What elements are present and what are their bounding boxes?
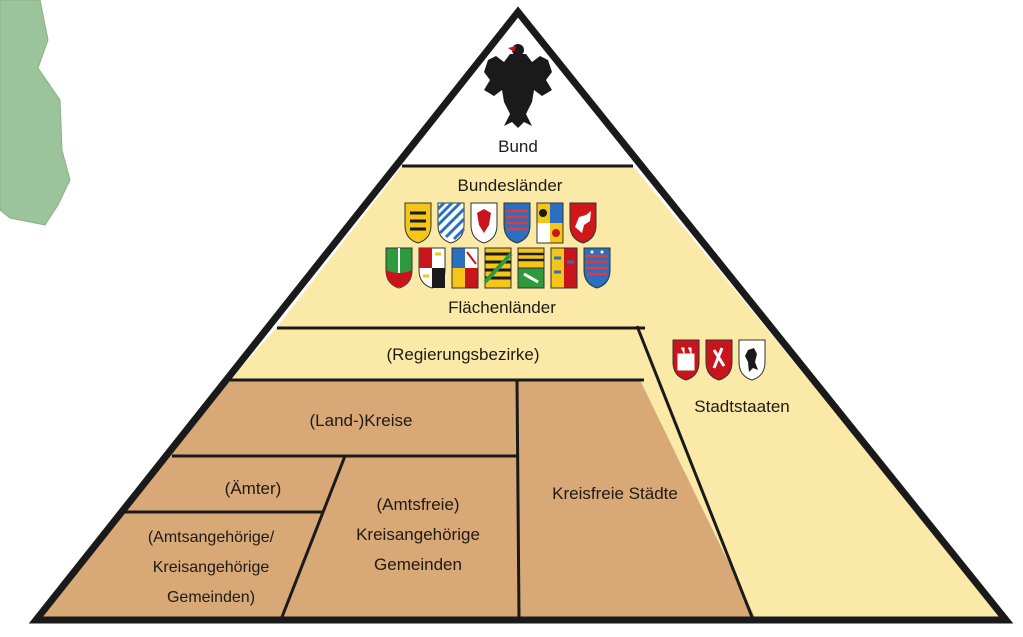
landkreise-label: (Land-)Kreise <box>310 411 413 430</box>
amtsangehoerige-line-3: Gemeinden) <box>167 589 255 606</box>
amtsfreie-line-2: Kreisangehörige <box>356 525 480 544</box>
pyramid-outline <box>28 6 1014 624</box>
saxony-coat-of-arms-icon <box>483 247 513 289</box>
baden-wuerttemberg-coat-of-arms-icon <box>404 202 432 244</box>
aemter-label: (Ämter) <box>225 479 282 498</box>
hesse-coat-of-arms-icon <box>503 202 531 244</box>
amtsangehoerige-line-1: (Amtsangehörige/ <box>148 529 275 546</box>
bremen-coat-of-arms-icon <box>705 339 733 381</box>
berlin-coat-of-arms-icon <box>738 339 766 381</box>
federal-eagle-icon <box>484 44 552 128</box>
stadtstaaten-label: Stadtstaaten <box>694 397 789 416</box>
kreisfreie-divider <box>515 379 521 618</box>
saarland-coat-of-arms-icon <box>451 247 479 289</box>
brandenburg-coat-of-arms-icon <box>470 202 498 244</box>
mecklenburg-vorpommern-coat-of-arms-icon <box>536 202 564 244</box>
amtsfreie-line-3: Gemeinden <box>374 555 462 574</box>
flaechenlaender-arms-row-2 <box>385 247 611 289</box>
amtsangehoerige-line-2: Kreisangehörige <box>153 559 270 576</box>
rhineland-palatinate-coat-of-arms-icon <box>418 247 446 289</box>
kreisfreie-staedte-label: Kreisfreie Städte <box>552 484 678 503</box>
stadtstaaten-divider <box>635 325 754 618</box>
bundeslaender-label: Bundesländer <box>458 176 563 195</box>
saxony-anhalt-coat-of-arms-icon <box>517 247 545 289</box>
bavaria-coat-of-arms-icon <box>436 201 466 244</box>
north-rhine-westphalia-coat-of-arms-icon <box>385 247 413 289</box>
hamburg-coat-of-arms-icon <box>672 339 700 381</box>
regierungsbezirke-label: (Regierungsbezirke) <box>386 345 539 364</box>
amtsfreie-line-1: (Amtsfreie) <box>376 495 459 514</box>
bund-label: Bund <box>498 137 538 156</box>
schleswig-holstein-coat-of-arms-icon <box>550 247 578 289</box>
amtsfrei-divider <box>280 455 347 618</box>
thuringia-coat-of-arms-icon <box>583 247 611 289</box>
flaechenlaender-label: Flächenländer <box>448 298 556 317</box>
stadtstaaten-arms <box>672 339 766 381</box>
kommunal-region <box>38 380 755 617</box>
lower-saxony-coat-of-arms-icon <box>569 202 597 244</box>
flaechenlaender-arms-row-1 <box>404 201 597 244</box>
map-fragment <box>0 0 71 226</box>
